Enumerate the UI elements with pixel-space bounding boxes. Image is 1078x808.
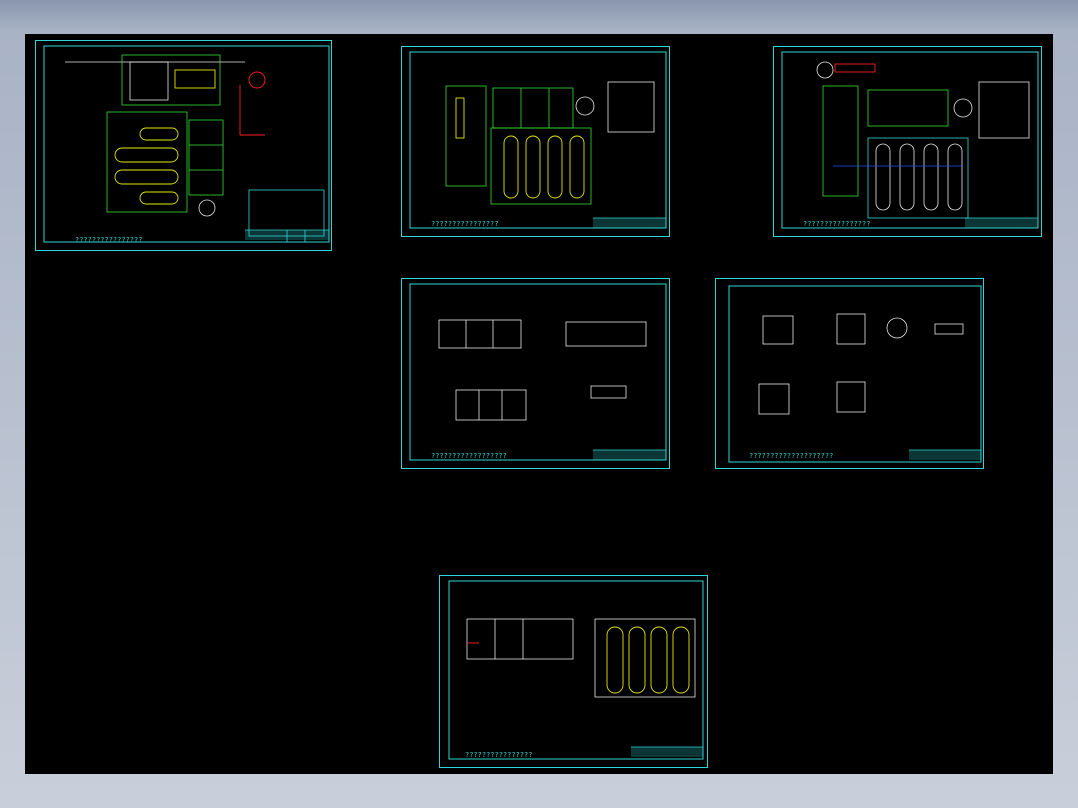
sheet-5-drawing bbox=[715, 278, 984, 469]
sheet-4-drawing bbox=[401, 278, 670, 469]
sheet-6-title-block: ???????????????? bbox=[465, 751, 533, 759]
drawing-sheet-5[interactable]: ???????????????????? bbox=[715, 278, 985, 470]
drawing-sheet-1[interactable]: ???????????????? bbox=[35, 40, 333, 252]
cad-model-space[interactable]: ???????????????? ???????????????? bbox=[25, 34, 1053, 774]
drawing-sheet-4[interactable]: ?????????????????? bbox=[401, 278, 671, 470]
sheet-2-title-block: ???????????????? bbox=[431, 220, 499, 228]
sheet-3-title-block: ???????????????? bbox=[803, 220, 871, 228]
drawing-sheet-2[interactable]: ???????????????? bbox=[401, 46, 671, 238]
sheet-5-title-block: ???????????????????? bbox=[749, 452, 834, 460]
sheet-6-drawing bbox=[439, 575, 708, 768]
sheet-3-drawing bbox=[773, 46, 1042, 237]
sheet-4-title-block: ?????????????????? bbox=[431, 452, 507, 460]
sheet-2-drawing bbox=[401, 46, 670, 237]
drawing-sheet-3[interactable]: ???????????????? bbox=[773, 46, 1043, 238]
drawing-sheet-6[interactable]: ???????????????? bbox=[439, 575, 709, 769]
sheet-1-drawing bbox=[35, 40, 332, 251]
sheet-1-title-block: ???????????????? bbox=[75, 236, 143, 244]
